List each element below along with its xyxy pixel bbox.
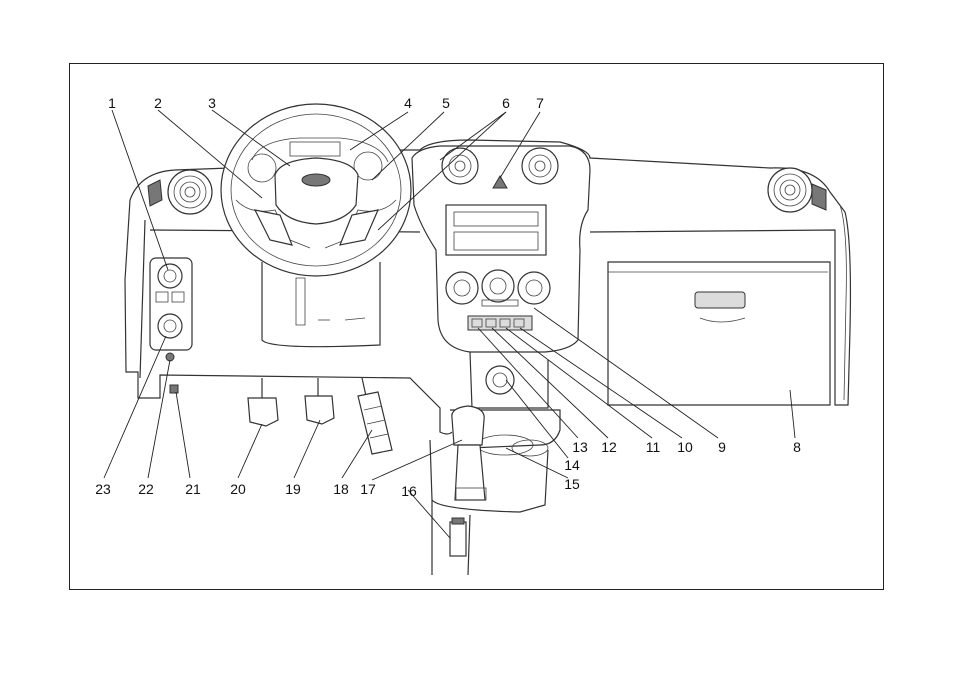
- left-air-vent: [148, 170, 212, 214]
- lower-console: [430, 352, 560, 575]
- callout-9: 9: [718, 439, 726, 455]
- callout-10: 10: [677, 439, 693, 455]
- callout-17: 17: [360, 481, 376, 497]
- callout-18: 18: [333, 481, 349, 497]
- right-air-vent: [768, 168, 826, 212]
- callout-2: 2: [154, 95, 162, 111]
- callout-5: 5: [442, 95, 450, 111]
- pedal-accelerator: [358, 378, 392, 454]
- callout-23: 23: [95, 481, 111, 497]
- callout-19: 19: [285, 481, 301, 497]
- callout-8: 8: [793, 439, 801, 455]
- callout-22: 22: [138, 481, 154, 497]
- callout-14: 14: [564, 457, 580, 473]
- steering-wheel-icon: [221, 104, 411, 276]
- callout-13: 13: [572, 439, 588, 455]
- callout-7: 7: [536, 95, 544, 111]
- callout-20: 20: [230, 481, 246, 497]
- callout-16: 16: [401, 483, 417, 499]
- callout-12: 12: [601, 439, 617, 455]
- gear-shift-icon: [452, 406, 486, 500]
- callout-11: 11: [646, 439, 661, 455]
- pedal-clutch: [248, 378, 278, 426]
- callout-3: 3: [208, 95, 216, 111]
- callout-4: 4: [404, 95, 412, 111]
- pedal-brake: [305, 378, 334, 424]
- callout-1: 1: [108, 95, 116, 111]
- callout-6: 6: [502, 95, 510, 111]
- callout-15: 15: [564, 476, 580, 492]
- callout-21: 21: [185, 481, 201, 497]
- left-switch-panel: [150, 258, 192, 393]
